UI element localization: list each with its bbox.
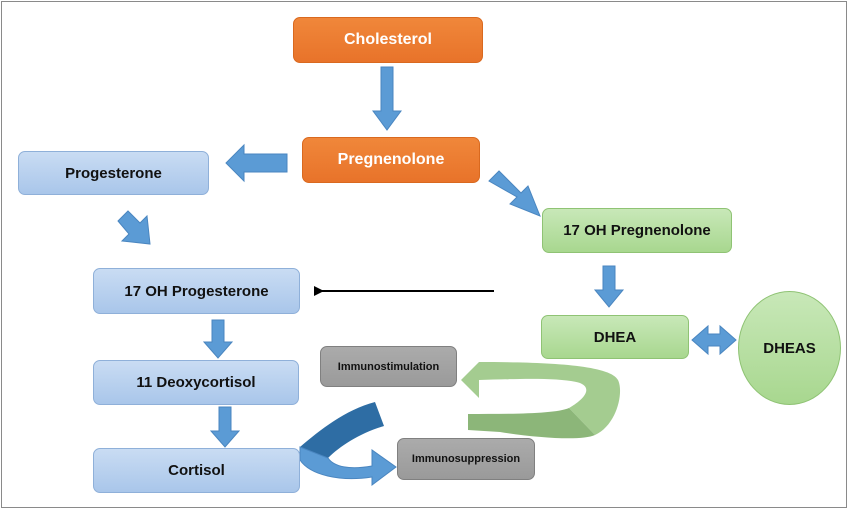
arrow-dhea-band-shade [468,408,595,439]
node-pregnenolone: Pregnenolone [302,137,480,183]
arrow-pregnenolone-to-17oh-pregnenolone [488,170,541,217]
arrow-deoxycortisol-to-cortisol [209,406,241,448]
arrow-cortisol-to-immunosuppression-head [299,446,397,486]
node-immunostimulation: Immunostimulation [320,346,457,387]
arrow-cortisol-to-immunosuppression [300,402,384,458]
arrow-17oh-pregnenolone-to-dhea [593,265,625,308]
arrow-17oh-progesterone-to-deoxycortisol [202,319,234,359]
node-progesterone: Progesterone [18,151,209,195]
arrow-progesterone-to-17oh-progesterone [117,210,151,245]
node-cholesterol: Cholesterol [293,17,483,63]
node-dhea: DHEA [541,315,689,359]
node-cortisol: Cortisol [93,448,300,493]
node-11-deoxycortisol: 11 Deoxycortisol [93,360,299,405]
arrow-pregnenolone-to-progesterone [225,143,288,183]
node-immunosuppression: Immunosuppression [397,438,535,480]
arrow-dhea-dheas-bidirectional [691,324,737,356]
node-17oh-progesterone: 17 OH Progesterone [93,268,300,314]
node-dheas: DHEAS [738,291,841,405]
arrow-cholesterol-to-pregnenolone [372,66,402,131]
arrow-dhea-to-immunostimulation [461,362,621,435]
node-17oh-pregnenolone: 17 OH Pregnenolone [542,208,732,253]
